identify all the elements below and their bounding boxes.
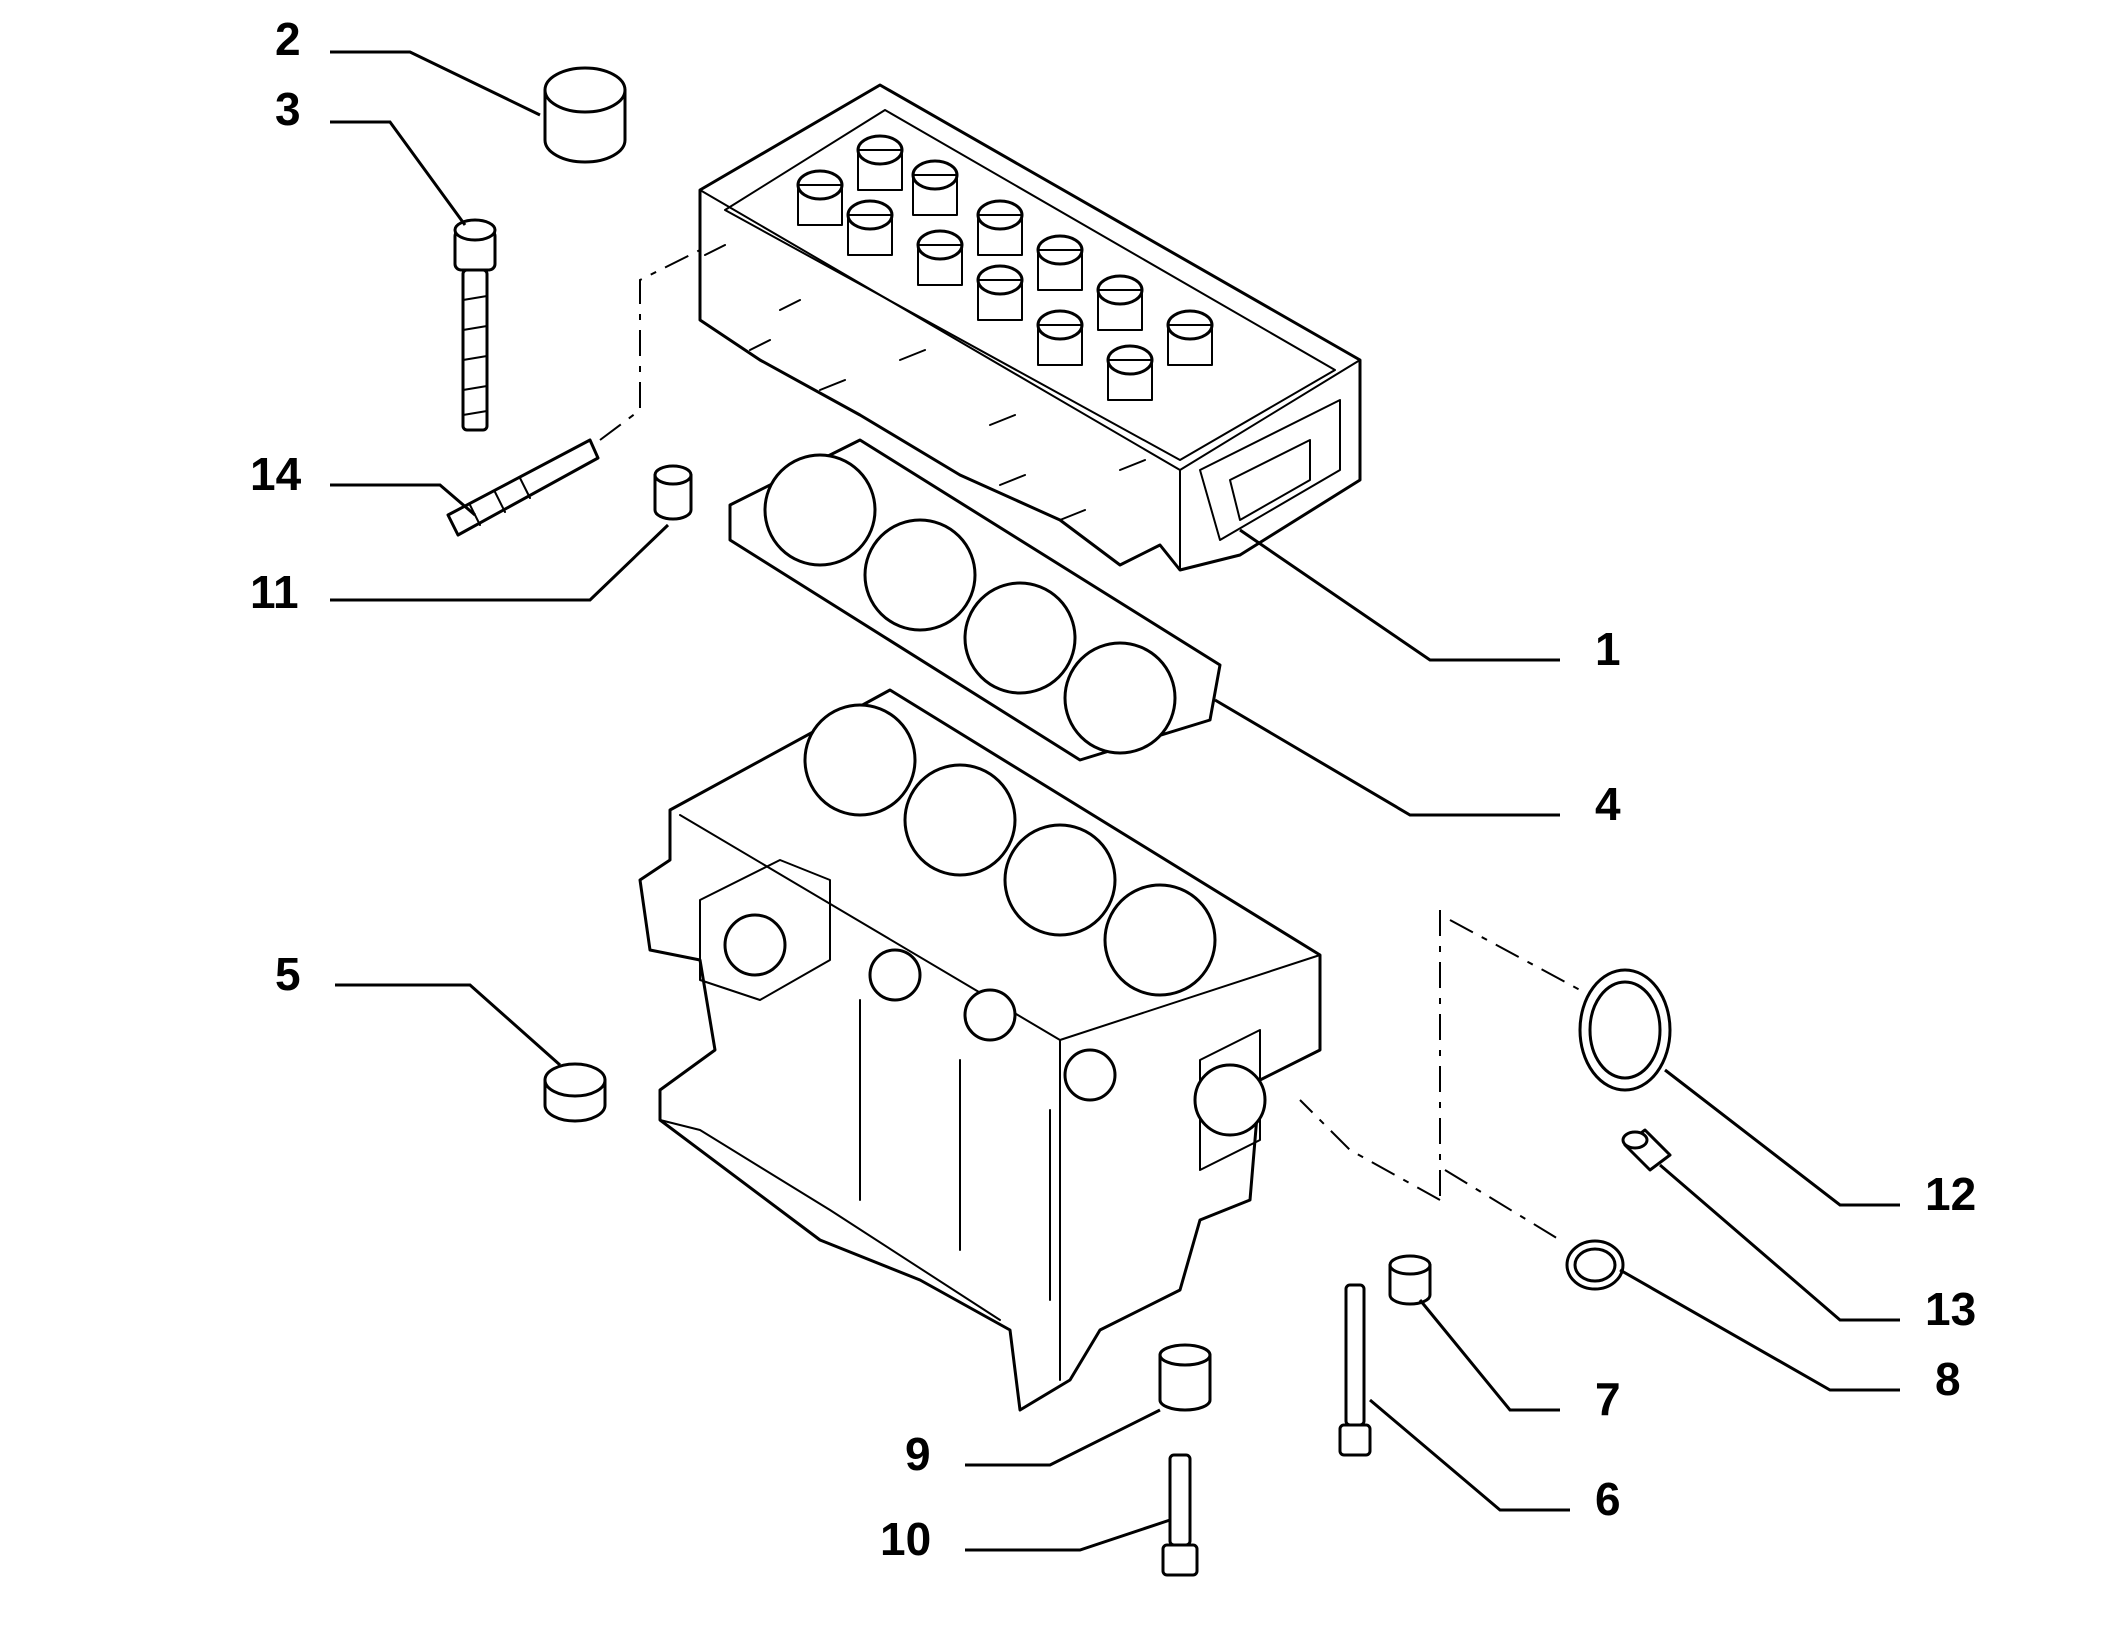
- plug-8[interactable]: [1444, 1169, 1625, 1291]
- leader-12: [1664, 1068, 1900, 1207]
- leader-10: [965, 1518, 1171, 1552]
- bolt-6[interactable]: [1338, 1283, 1372, 1457]
- sleeve-9[interactable]: [1158, 1343, 1212, 1412]
- leader-5: [335, 983, 561, 1067]
- head-gasket[interactable]: [728, 438, 1222, 762]
- leader-1: [1239, 528, 1560, 662]
- leader-13: [1659, 1163, 1900, 1322]
- leader-7: [1418, 1299, 1560, 1412]
- bolt-10[interactable]: [1161, 1453, 1199, 1577]
- leader-2: [330, 50, 541, 117]
- sleeve-7[interactable]: [1388, 1254, 1432, 1306]
- callout-12: 12: [1925, 1168, 1976, 1220]
- plug-13[interactable]: [1621, 1128, 1672, 1172]
- leader-11: [330, 523, 670, 602]
- callout-2: 2: [275, 13, 301, 65]
- leader-6: [1369, 1398, 1570, 1512]
- leader-14: [330, 483, 476, 517]
- valve-springs: [796, 134, 1214, 401]
- leader-9: [965, 1408, 1161, 1467]
- callout-7: 7: [1595, 1373, 1621, 1425]
- leader-8: [1619, 1268, 1900, 1392]
- callout-13: 13: [1925, 1283, 1976, 1335]
- callout-6: 6: [1595, 1473, 1621, 1525]
- stud-14[interactable]: [446, 249, 701, 537]
- cylinder-head[interactable]: [698, 83, 1362, 572]
- callout-8: 8: [1935, 1353, 1961, 1405]
- engine-block: [638, 688, 1322, 1412]
- head-bolt-3[interactable]: [453, 218, 497, 432]
- callout-4: 4: [1595, 778, 1621, 830]
- callout-1: 1: [1595, 623, 1621, 675]
- callout-5: 5: [275, 948, 301, 1000]
- callout-3: 3: [275, 83, 301, 135]
- callout-14: 14: [250, 448, 302, 500]
- cap-plug-2[interactable]: [543, 66, 627, 164]
- callout-9: 9: [905, 1428, 931, 1480]
- callout-11: 11: [250, 566, 299, 618]
- leader-4: [1214, 698, 1560, 817]
- seal-ring-12[interactable]: [1449, 919, 1672, 1092]
- plug-5[interactable]: [543, 1062, 607, 1123]
- sleeve-11[interactable]: [653, 464, 693, 521]
- leader-3: [330, 120, 467, 226]
- callout-10: 10: [880, 1513, 931, 1565]
